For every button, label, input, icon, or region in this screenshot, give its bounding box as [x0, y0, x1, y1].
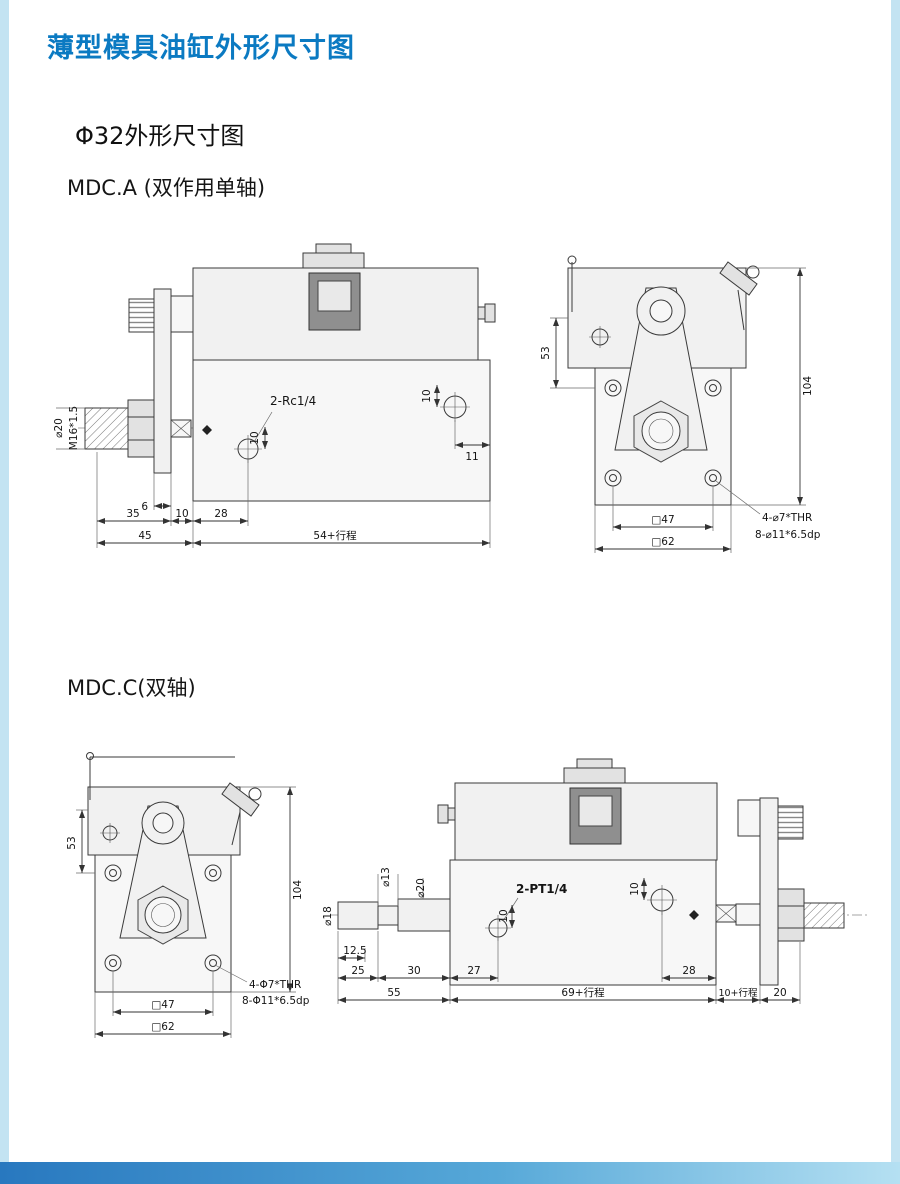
mdcc-rod-nut — [777, 888, 805, 942]
mdca-dim54: 54+行程 — [313, 529, 357, 542]
mdcc-shaft-d13 — [377, 905, 399, 926]
mdca-front-dim53: 53 — [540, 346, 552, 359]
mdcc-front-sq62: □62 — [151, 1021, 174, 1033]
mdcc-front-sq47: □47 — [151, 999, 174, 1011]
mdcc-dia13-label: ⌀13 — [380, 867, 392, 887]
mdcc-port-label: 2-PT1/4 — [516, 882, 567, 896]
mdcc-front-dim53: 53 — [66, 836, 78, 849]
mdca-dim35: 35 — [126, 508, 139, 520]
mdca-thread-label: M16*1.5 — [68, 406, 80, 450]
mdcc-sensor-block — [777, 805, 804, 840]
mdcc-front-thr-note: 4-Φ7*THR — [249, 979, 301, 991]
footer-bar — [0, 1162, 900, 1184]
phi32-heading: Φ32外形尺寸图 — [75, 122, 245, 150]
mdca-side-view: 2-Rc1/4 ⌀20 M16*1.5 10 10 11 6 35 10 28 — [53, 243, 496, 548]
mdcc-dim69: 69+行程 — [561, 986, 605, 999]
mdca-dim10-flange: 10 — [175, 508, 188, 520]
mdcc-dia18-label: ⌀18 — [322, 906, 334, 926]
mdca-flange-plate — [153, 288, 172, 474]
mdca-front-cbore-note: 8-⌀11*6.5dp — [755, 529, 821, 541]
mdca-clamp-lever — [719, 261, 758, 296]
mdca-front-sq62: □62 — [651, 536, 674, 548]
mdca-sensor-block — [128, 298, 155, 333]
mdcc-dim125: 12.5 — [343, 945, 366, 957]
mdcc-rod-thread — [803, 902, 845, 929]
mdcc-shaft-d20 — [397, 898, 451, 932]
mdca-dia20-label: ⌀20 — [53, 418, 65, 438]
mdcc-lower-body — [449, 859, 717, 986]
mdcc-dim10s: 10+行程 — [718, 987, 758, 999]
mdca-front-sq47: □47 — [651, 514, 674, 526]
mdcc-front-view: 53 104 □47 □62 4-Φ7*THR 8-Φ11*6.5dp — [66, 752, 310, 1038]
mdca-dim10-right: 10 — [421, 389, 433, 402]
mdca-corner-bolts — [604, 379, 722, 487]
mdcc-dia20-label: ⌀20 — [415, 878, 427, 898]
mdcc-dim55: 55 — [387, 987, 400, 999]
mdcc-clamp-lever — [221, 782, 260, 817]
mdca-front-thr-note: 4-⌀7*THR — [762, 512, 812, 524]
mdcc-section-heading: MDC.C(双轴) — [67, 676, 196, 700]
mdca-front-dim104: 104 — [802, 376, 814, 396]
left-edge-strip — [0, 0, 9, 1184]
mdcc-shaft-d18 — [337, 901, 379, 930]
mdcc-front-cbore-note: 8-Φ11*6.5dp — [242, 995, 310, 1007]
mdca-rod-nut — [127, 399, 155, 458]
mdcc-dim30: 30 — [407, 965, 420, 977]
mdcc-dim10-right: 10 — [629, 882, 641, 895]
mdca-section-heading: MDC.A (双作用单轴) — [67, 176, 266, 200]
mdcc-dim28: 28 — [682, 965, 695, 977]
mdca-dim10-port: 10 — [249, 431, 261, 444]
mdcc-dim20: 20 — [773, 987, 786, 999]
mdca-dim45: 45 — [138, 530, 151, 542]
right-edge-strip — [891, 0, 900, 1184]
mdca-rod-thread — [84, 407, 129, 450]
mdcc-front-dim104: 104 — [292, 880, 304, 900]
page-title: 薄型模具油缸外形尺寸图 — [47, 33, 355, 64]
mdca-front-view: 53 104 □47 □62 4-⌀7*THR 8-⌀11*6.5dp — [540, 255, 821, 553]
mdca-dim28: 28 — [214, 508, 227, 520]
mdcc-dim10-port: 10 — [498, 909, 510, 922]
mdca-lower-body — [192, 359, 491, 502]
mdcc-dim25: 25 — [351, 965, 364, 977]
mdcc-dim27: 27 — [467, 965, 480, 977]
mdcc-side-view: 2-PT1/4 ⌀18 ⌀13 ⌀20 10 10 12.5 25 30 27 — [322, 758, 868, 1004]
mdca-dim11: 11 — [465, 451, 478, 463]
mdca-dim6: 6 — [141, 501, 148, 513]
mdca-port-label: 2-Rc1/4 — [270, 394, 316, 408]
mdcc-flange-plate — [759, 797, 779, 986]
